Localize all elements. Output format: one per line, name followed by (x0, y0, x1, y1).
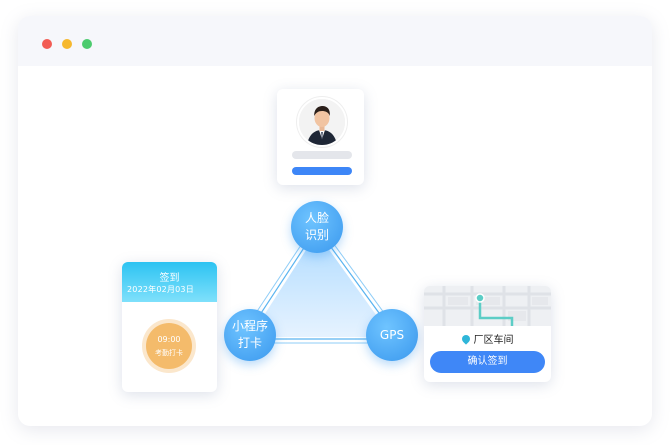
window-titlebar (18, 16, 652, 66)
signin-title: 签到 (159, 273, 180, 284)
location-name: 厂区车间 (473, 335, 514, 346)
face-node-label-line2: 识别 (304, 228, 329, 242)
confirm-checkin-button[interactable]: 确认签到 (430, 351, 545, 373)
location-pin-icon (459, 333, 472, 345)
close-window-button[interactable] (42, 39, 52, 49)
profile-action-bar (292, 167, 352, 175)
face-node-label-line1: 人脸 (304, 211, 329, 225)
face-profile-card (277, 89, 364, 185)
checkin-button-ring: 09:00 考勤打卡 (142, 319, 196, 373)
gps-map-card: 厂区车间 确认签到 (424, 286, 551, 382)
signin-card: 签到 2022年02月03日 09:00 考勤打卡 (122, 262, 217, 392)
gps-node: GPS (366, 309, 418, 361)
gps-node-label: GPS (379, 327, 405, 342)
triangle-outline-outer (235, 220, 407, 344)
map-view (424, 286, 551, 326)
mini-node-label-line2: 打卡 (237, 336, 262, 350)
face-recognition-node: 人脸 识别 (291, 201, 343, 253)
miniprogram-checkin-node: 小程序 打卡 (224, 309, 276, 361)
maximize-window-button[interactable] (82, 39, 92, 49)
signin-card-header: 签到 2022年02月03日 (122, 262, 217, 302)
minimize-window-button[interactable] (62, 39, 72, 49)
triangle-fill (250, 233, 392, 337)
mini-node-label-line1: 小程序 (231, 319, 268, 333)
signin-date: 2022年02月03日 (127, 285, 194, 294)
location-row: 厂区车间 (424, 331, 551, 347)
person-portrait-icon (299, 99, 345, 145)
checkin-button[interactable]: 09:00 考勤打卡 (146, 323, 192, 369)
map-route-graphic (424, 286, 551, 326)
triangle-outline-inner (242, 226, 400, 340)
name-placeholder-bar (292, 151, 352, 159)
avatar (297, 97, 347, 147)
checkin-label: 考勤打卡 (155, 349, 183, 357)
checkin-time: 09:00 (157, 335, 181, 344)
